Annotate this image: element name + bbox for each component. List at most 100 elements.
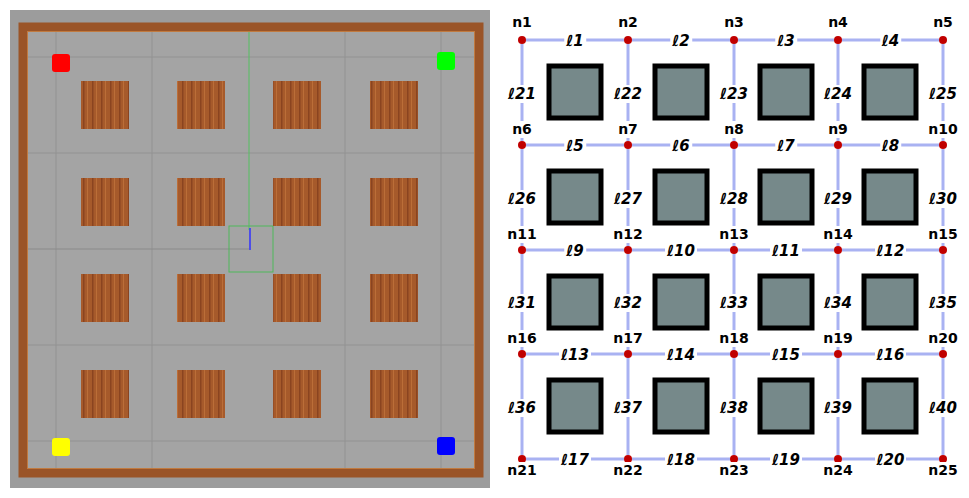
edge-label: ℓ19 bbox=[770, 451, 802, 469]
node-label: n7 bbox=[617, 121, 639, 138]
node-label: n15 bbox=[927, 226, 958, 243]
graph-node: n12 bbox=[624, 246, 632, 254]
node-label: n2 bbox=[617, 14, 639, 31]
edge-label: ℓ25 bbox=[927, 85, 959, 103]
blue-marker bbox=[437, 437, 455, 455]
graph-node: n18 bbox=[730, 350, 738, 358]
edge-label: ℓ14 bbox=[665, 346, 697, 364]
graph-node: n9 bbox=[834, 141, 842, 149]
edge-label: ℓ23 bbox=[718, 85, 750, 103]
node-label: n6 bbox=[511, 121, 533, 138]
edge-label: ℓ38 bbox=[718, 399, 750, 417]
yellow-marker bbox=[52, 438, 70, 456]
edge-label: ℓ17 bbox=[559, 451, 591, 469]
node-label: n13 bbox=[718, 226, 749, 243]
node-label: n8 bbox=[723, 121, 745, 138]
edge-label: ℓ34 bbox=[822, 294, 854, 312]
edge-label: ℓ9 bbox=[564, 242, 586, 260]
edge-label: ℓ3 bbox=[775, 32, 797, 50]
edge-label: ℓ40 bbox=[927, 399, 959, 417]
node-label: n3 bbox=[723, 14, 745, 31]
node-label: n25 bbox=[927, 462, 958, 479]
edge-label: ℓ32 bbox=[612, 294, 644, 312]
edge-label: ℓ2 bbox=[670, 32, 692, 50]
graph-node: n4 bbox=[834, 36, 842, 44]
graph-node: n10 bbox=[939, 141, 947, 149]
node-label: n5 bbox=[932, 14, 954, 31]
edge-label: ℓ18 bbox=[665, 451, 697, 469]
graph-node: n6 bbox=[518, 141, 526, 149]
node-label: n17 bbox=[612, 330, 643, 347]
node-label: n16 bbox=[506, 330, 537, 347]
edge-label: ℓ37 bbox=[612, 399, 644, 417]
node-label: n23 bbox=[718, 462, 749, 479]
graph-node: n17 bbox=[624, 350, 632, 358]
graph-node: n8 bbox=[730, 141, 738, 149]
wooden-obstacles bbox=[81, 81, 418, 418]
edge-label: ℓ1 bbox=[564, 32, 586, 50]
node-label: n4 bbox=[827, 14, 849, 31]
graph-node: n16 bbox=[518, 350, 526, 358]
edge-label: ℓ27 bbox=[612, 190, 644, 208]
edge-label: ℓ30 bbox=[927, 190, 959, 208]
floor-ground bbox=[10, 10, 490, 488]
edge-label: ℓ33 bbox=[718, 294, 750, 312]
graph-node: n22 bbox=[624, 455, 632, 463]
edge-label: ℓ13 bbox=[559, 346, 591, 364]
edge-label: ℓ10 bbox=[665, 242, 697, 260]
graph-node: n2 bbox=[624, 36, 632, 44]
graph-node: n19 bbox=[834, 350, 842, 358]
graph-node: n15 bbox=[939, 246, 947, 254]
edge-label: ℓ39 bbox=[822, 399, 854, 417]
edge-label: ℓ28 bbox=[718, 190, 750, 208]
graph-node: n5 bbox=[939, 36, 947, 44]
edge-label: ℓ35 bbox=[927, 294, 959, 312]
graph-node: n1 bbox=[518, 36, 526, 44]
edge-label: ℓ15 bbox=[770, 346, 802, 364]
floor-grid bbox=[28, 32, 474, 470]
edge-label: ℓ20 bbox=[875, 451, 907, 469]
node-label: n19 bbox=[822, 330, 853, 347]
origin-marker bbox=[229, 226, 273, 272]
arena-wall bbox=[23, 27, 479, 473]
node-label: n11 bbox=[506, 226, 537, 243]
graph-node: n21 bbox=[518, 455, 526, 463]
node-label: n20 bbox=[927, 330, 958, 347]
graph-node: n7 bbox=[624, 141, 632, 149]
node-label: n24 bbox=[822, 462, 853, 479]
edge-label: ℓ21 bbox=[506, 85, 538, 103]
red-marker bbox=[52, 54, 70, 72]
edge-label: ℓ22 bbox=[612, 85, 644, 103]
edge-label: ℓ11 bbox=[770, 242, 802, 260]
node-label: n12 bbox=[612, 226, 643, 243]
arena-floor bbox=[28, 32, 474, 470]
edge-label: ℓ6 bbox=[670, 137, 692, 155]
node-label: n10 bbox=[927, 121, 958, 138]
graph-node: n3 bbox=[730, 36, 738, 44]
edge-label: ℓ24 bbox=[822, 85, 854, 103]
edge-label: ℓ4 bbox=[880, 32, 902, 50]
graph-node: n14 bbox=[834, 246, 842, 254]
origin-axis bbox=[249, 228, 251, 250]
edge-label: ℓ12 bbox=[875, 242, 907, 260]
node-label: n18 bbox=[718, 330, 749, 347]
edge-label: ℓ29 bbox=[822, 190, 854, 208]
node-label: n22 bbox=[612, 462, 643, 479]
edge-label: ℓ26 bbox=[506, 190, 538, 208]
graph-node: n25 bbox=[939, 455, 947, 463]
edge-label: ℓ31 bbox=[506, 294, 538, 312]
arena-wall bbox=[28, 32, 475, 469]
node-label: n9 bbox=[827, 121, 849, 138]
node-label: n1 bbox=[511, 14, 533, 31]
edge-label: ℓ36 bbox=[506, 399, 538, 417]
edge-label: ℓ8 bbox=[880, 137, 902, 155]
edge-label: ℓ7 bbox=[775, 137, 797, 155]
node-label: n21 bbox=[506, 462, 537, 479]
graph-node: n20 bbox=[939, 350, 947, 358]
graph-node: n11 bbox=[518, 246, 526, 254]
axis-line bbox=[249, 32, 250, 230]
green-marker bbox=[437, 52, 455, 70]
graph-node: n13 bbox=[730, 246, 738, 254]
